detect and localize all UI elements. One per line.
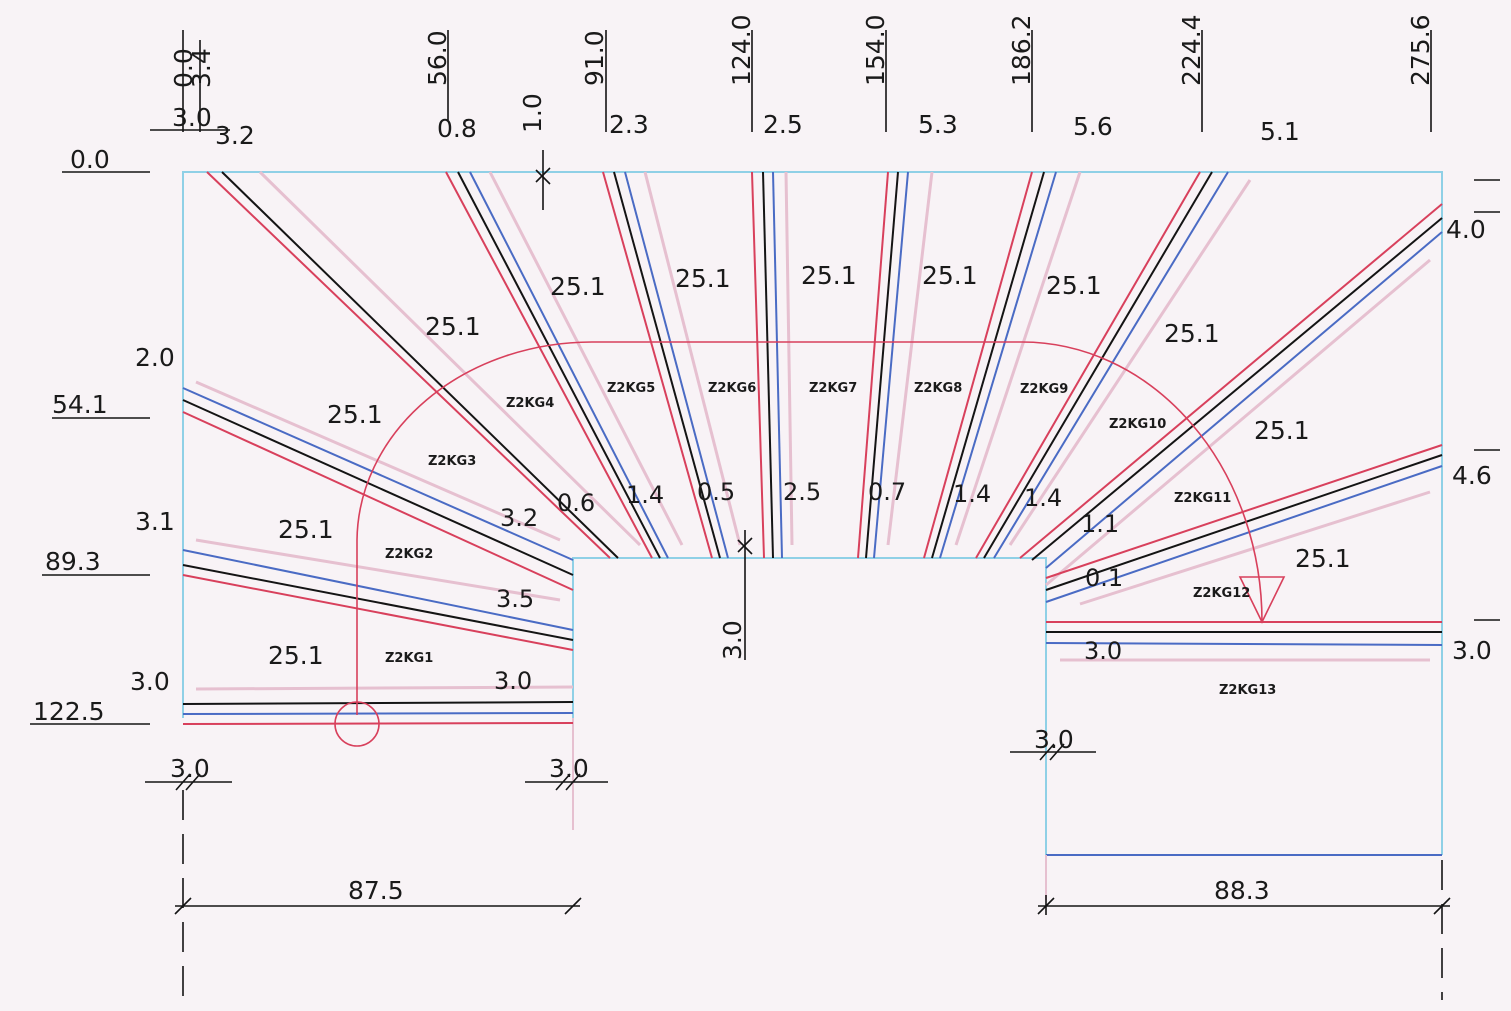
left-station-label: 54.1 — [52, 390, 108, 419]
top-offset-label: 3.2 — [215, 121, 255, 150]
left-station-label: 122.5 — [33, 697, 105, 726]
top-station-label: 3.4 — [187, 48, 216, 88]
tread-line-13 — [1045, 621, 1443, 662]
top-station-label: 56.0 — [423, 30, 452, 86]
step-going-labels: 25.1 25.1 25.1 25.1 25.1 25.1 25.1 25.1 … — [268, 261, 1351, 670]
left-offset-label: 2.0 — [135, 343, 175, 372]
top-station-labels: 0.0 3.4 56.0 91.0 124.0 154.0 186.2 224.… — [169, 14, 1435, 88]
gap-label: 3.0 — [1084, 637, 1122, 665]
step-going-label: 25.1 — [550, 272, 606, 301]
left-offset-label: 3.0 — [130, 667, 170, 696]
step-going-label: 25.1 — [278, 515, 334, 544]
top-station-label: 124.0 — [727, 14, 756, 86]
top-offset-label: 5.1 — [1260, 117, 1300, 146]
step-tags: Z2KG1 Z2KG2 Z2KG3 Z2KG4 Z2KG5 Z2KG6 Z2KG… — [385, 381, 1276, 698]
top-station-label: 275.6 — [1406, 14, 1435, 86]
walkline-start-circle-icon — [334, 701, 380, 747]
bottom-offset-label: 3.0 — [549, 754, 589, 783]
gap-label: 1.1 — [1081, 510, 1119, 538]
top-station-label: 186.2 — [1007, 14, 1036, 86]
step-going-label: 25.1 — [327, 400, 383, 429]
inner-gap-labels: 3.0 3.2 3.5 3.0 0.6 1.4 0.5 2.5 0.7 1.4 … — [494, 478, 1123, 695]
step-tag: Z2KG13 — [1219, 683, 1276, 698]
top-offset-label: 2.3 — [609, 110, 649, 139]
left-station-label: 0.0 — [70, 145, 110, 174]
gap-label: 1.4 — [1024, 484, 1062, 512]
top-offset-label: 0.8 — [437, 114, 477, 143]
right-offset-label: 4.6 — [1452, 461, 1492, 490]
gap-label: 2.5 — [783, 478, 821, 506]
step-tag: Z2KG2 — [385, 547, 433, 562]
core-offset-label: 3.0 — [718, 620, 747, 660]
gap-label: 3.0 — [494, 667, 532, 695]
right-offset-label: 4.0 — [1446, 215, 1486, 244]
step-tag: Z2KG6 — [708, 381, 756, 396]
left-labels: 0.0 54.1 89.3 122.5 2.0 3.1 3.0 — [33, 145, 175, 726]
tread-line-10 — [975, 171, 1252, 559]
gap-label: 0.7 — [868, 478, 906, 506]
step-going-label: 25.1 — [1164, 319, 1220, 348]
gap-label: 0.6 — [557, 489, 595, 517]
bottom-offset-label: 3.0 — [170, 754, 210, 783]
step-tag: Z2KG9 — [1020, 382, 1068, 397]
step-tag: Z2KG10 — [1109, 417, 1166, 432]
gap-label: 1.4 — [626, 481, 664, 509]
gap-label: 3.5 — [496, 585, 534, 613]
tread-line-11 — [1019, 203, 1443, 587]
top-offset-labels: 3.0 3.2 0.8 1.0 2.3 2.5 5.3 5.6 5.1 — [172, 93, 1300, 150]
top-offset-label: 5.3 — [918, 110, 958, 139]
step-going-label: 25.1 — [1254, 416, 1310, 445]
gap-label: 1.4 — [953, 480, 991, 508]
tread-line-2 — [182, 538, 574, 651]
top-offset-label: 2.5 — [763, 110, 803, 139]
right-labels: 4.0 4.6 3.0 — [1446, 215, 1492, 665]
step-going-label: 25.1 — [1295, 544, 1351, 573]
left-station-label: 89.3 — [45, 547, 101, 576]
tread-line-7 — [751, 171, 794, 559]
tread-line-12 — [1045, 444, 1443, 606]
step-tag: Z2KG4 — [506, 396, 554, 411]
step-going-label: 25.1 — [1046, 271, 1102, 300]
bottom-width-label: 87.5 — [348, 876, 404, 905]
top-offset-label: 1.0 — [518, 93, 547, 133]
bottom-offset-label: 3.0 — [1034, 725, 1074, 754]
tread-line-5 — [445, 171, 684, 559]
walkline-arrow-down-icon — [1238, 576, 1286, 624]
dimension-lines — [30, 30, 1500, 1000]
stair-outline — [182, 171, 1443, 900]
top-offset-label: 3.0 — [172, 103, 212, 132]
step-tag: Z2KG8 — [914, 381, 962, 396]
top-station-label: 154.0 — [861, 14, 890, 86]
bottom-labels: 87.5 88.3 3.0 3.0 3.0 — [170, 725, 1270, 905]
top-station-label: 0.0 — [169, 48, 198, 88]
step-tag: Z2KG12 — [1193, 586, 1250, 601]
tread-lines — [182, 170, 1443, 725]
step-tag: Z2KG5 — [607, 381, 655, 396]
step-going-label: 25.1 — [425, 312, 481, 341]
gap-label: 0.1 — [1085, 564, 1123, 592]
step-going-label: 25.1 — [922, 261, 978, 290]
step-going-label: 25.1 — [801, 261, 857, 290]
top-offset-label: 5.6 — [1073, 112, 1113, 141]
step-going-label: 25.1 — [268, 641, 324, 670]
top-station-label: 224.4 — [1177, 14, 1206, 86]
step-tag: Z2KG1 — [385, 651, 433, 666]
tread-line-9 — [923, 171, 1082, 559]
step-tag: Z2KG3 — [428, 454, 476, 469]
tread-line-8 — [857, 171, 934, 559]
gap-label: 3.2 — [500, 504, 538, 532]
gap-label: 0.5 — [697, 478, 735, 506]
tread-line-6 — [602, 171, 742, 559]
bottom-width-label: 88.3 — [1214, 876, 1270, 905]
tread-line-1 — [182, 685, 574, 725]
step-tag: Z2KG7 — [809, 381, 857, 396]
step-going-label: 25.1 — [675, 264, 731, 293]
top-station-label: 91.0 — [580, 30, 609, 86]
step-tag: Z2KG11 — [1174, 491, 1231, 506]
walk-line — [334, 341, 1286, 747]
tread-line-4 — [206, 170, 642, 559]
right-offset-label: 3.0 — [1452, 636, 1492, 665]
left-offset-label: 3.1 — [135, 507, 175, 536]
